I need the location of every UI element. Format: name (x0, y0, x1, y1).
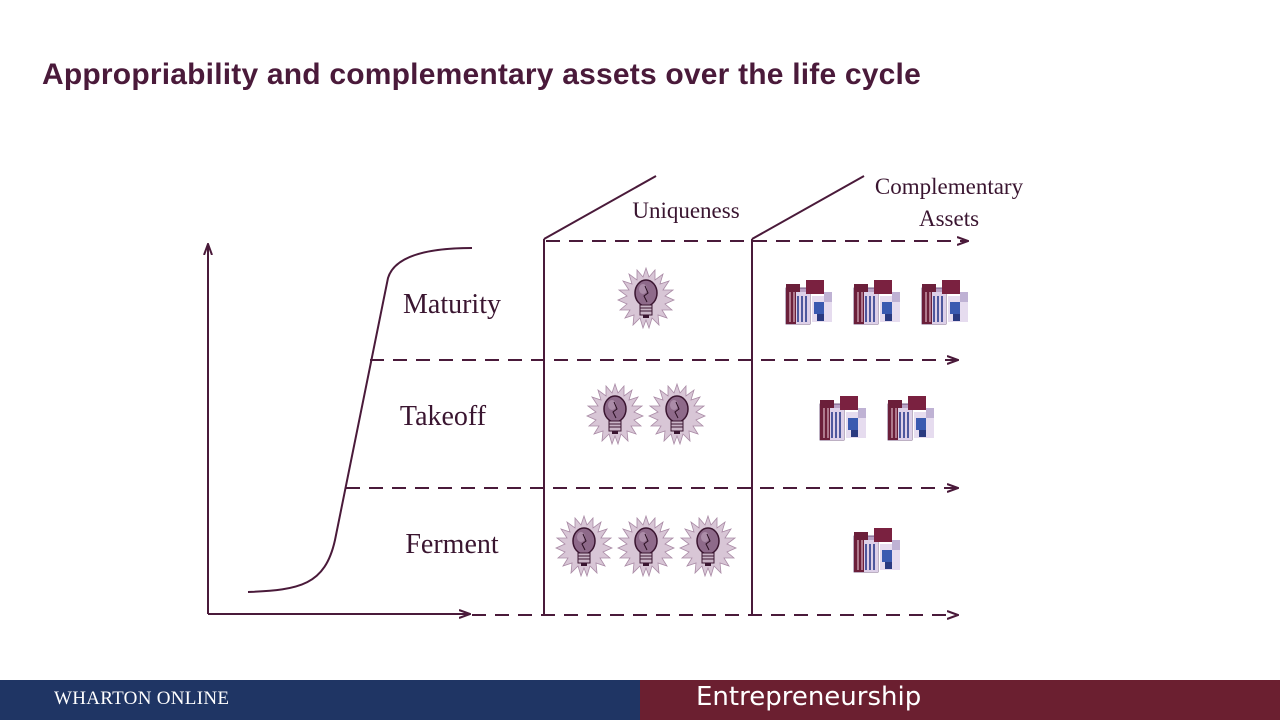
assets-slant (751, 175, 865, 240)
stage-label-maturity: Maturity (403, 289, 501, 320)
factory-icon (887, 395, 935, 441)
footer-left-panel: WHARTON ONLINE (0, 680, 640, 720)
s-curve (247, 247, 473, 593)
factory-icon (853, 527, 901, 573)
lightbulb-icon (555, 515, 613, 577)
complementary-header-line1: Complementary (875, 174, 1024, 199)
life-cycle-diagram: Uniqueness Complementary Assets Maturity… (0, 174, 1024, 680)
lightbulb-icon (617, 267, 675, 329)
factory-icon (785, 279, 833, 325)
factory-icon (819, 395, 867, 441)
slide-title: Appropriability and complementary assets… (42, 58, 921, 91)
lightbulb-icon (679, 515, 737, 577)
lightbulb-icon (617, 515, 675, 577)
footer-organization: WHARTON ONLINE (54, 688, 230, 709)
footer-right-panel: Entrepreneurship (640, 680, 1280, 720)
lightbulb-icon (648, 383, 706, 445)
footer-course-title: Entrepreneurship (696, 682, 922, 712)
uniqueness-slant (543, 175, 657, 240)
stage-label-takeoff: Takeoff (400, 401, 487, 432)
complementary-header-line2: Assets (919, 206, 979, 231)
icon-layer (555, 267, 969, 577)
uniqueness-header: Uniqueness (632, 198, 739, 223)
footer-bar: WHARTON ONLINE Entrepreneurship (0, 680, 1280, 720)
lightbulb-icon (586, 383, 644, 445)
factory-icon (853, 279, 901, 325)
factory-icon (921, 279, 969, 325)
stage-label-ferment: Ferment (405, 529, 499, 560)
